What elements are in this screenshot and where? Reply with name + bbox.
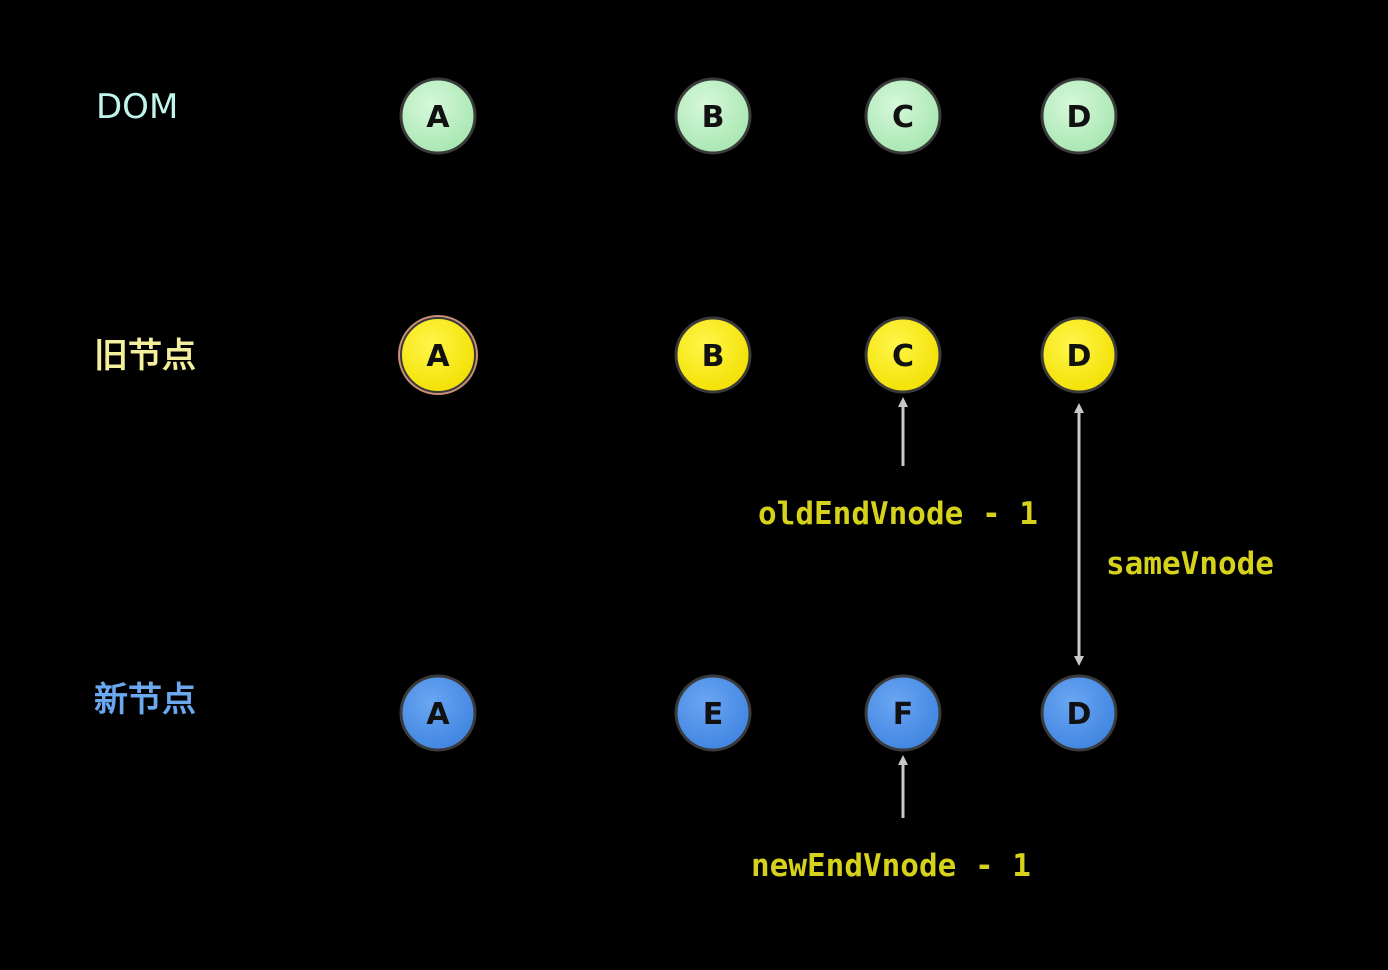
row-label-new: 新节点 [94,680,196,720]
new-node: E [674,674,752,752]
dom-node-label: B [702,100,725,135]
old-node: D [1040,316,1118,394]
dom-row: A B C D [399,77,1118,155]
dom-node: B [674,77,752,155]
old-node-label: C [892,339,914,374]
dom-node: C [864,77,942,155]
old-node-label: D [1067,339,1092,374]
new-node-label: D [1067,697,1092,732]
dom-node-label: A [426,100,450,135]
old-end-annotation: oldEndVnode - 1 [758,496,1038,532]
dom-node: D [1040,77,1118,155]
new-node: F [864,674,942,752]
old-node-label: B [702,339,725,374]
row-label-dom: DOM [96,87,178,127]
dom-node-label: C [892,100,914,135]
new-node-label: F [893,697,914,732]
new-node: D [1040,674,1118,752]
old-node: A [398,315,478,395]
new-node-label: E [703,697,724,732]
old-node-label: A [426,339,450,374]
row-label-old: 旧节点 [94,336,196,376]
old-node: C [864,316,942,394]
same-vnode-annotation: sameVnode [1106,546,1274,582]
new-row: A E F D [399,674,1118,752]
new-end-annotation: newEndVnode - 1 [751,848,1031,884]
dom-node: A [399,77,477,155]
old-node: B [674,316,752,394]
new-node: A [399,674,477,752]
dom-node-label: D [1067,100,1092,135]
old-row: A B C D [398,315,1118,395]
new-node-label: A [426,697,450,732]
